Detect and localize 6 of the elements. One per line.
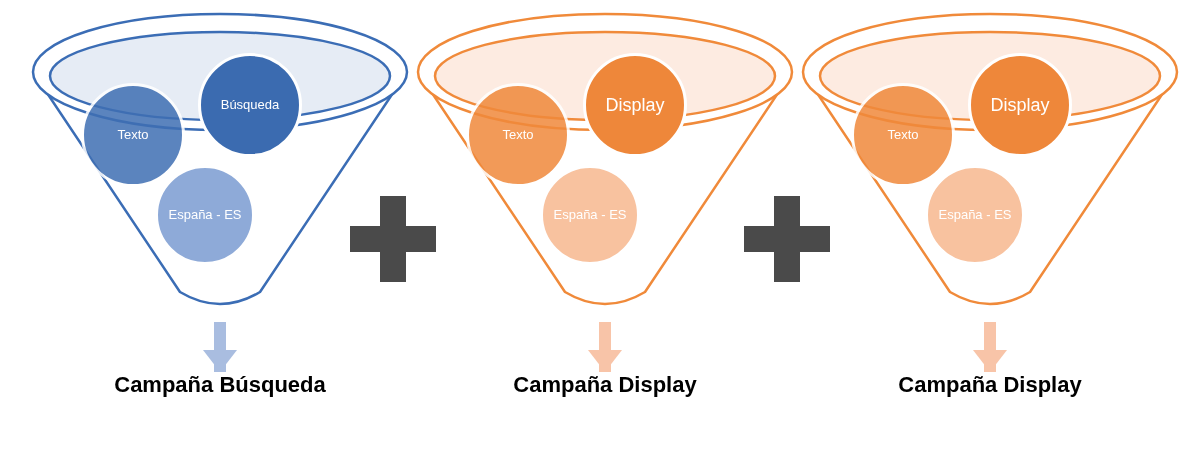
- arrow: [588, 322, 622, 372]
- campaign-title: Campaña Búsqueda: [114, 374, 326, 396]
- campaign-title: Campaña Display: [513, 374, 697, 396]
- arrow: [203, 322, 237, 372]
- campaign-title: Campaña Display: [898, 374, 1082, 396]
- arrow: [973, 322, 1007, 372]
